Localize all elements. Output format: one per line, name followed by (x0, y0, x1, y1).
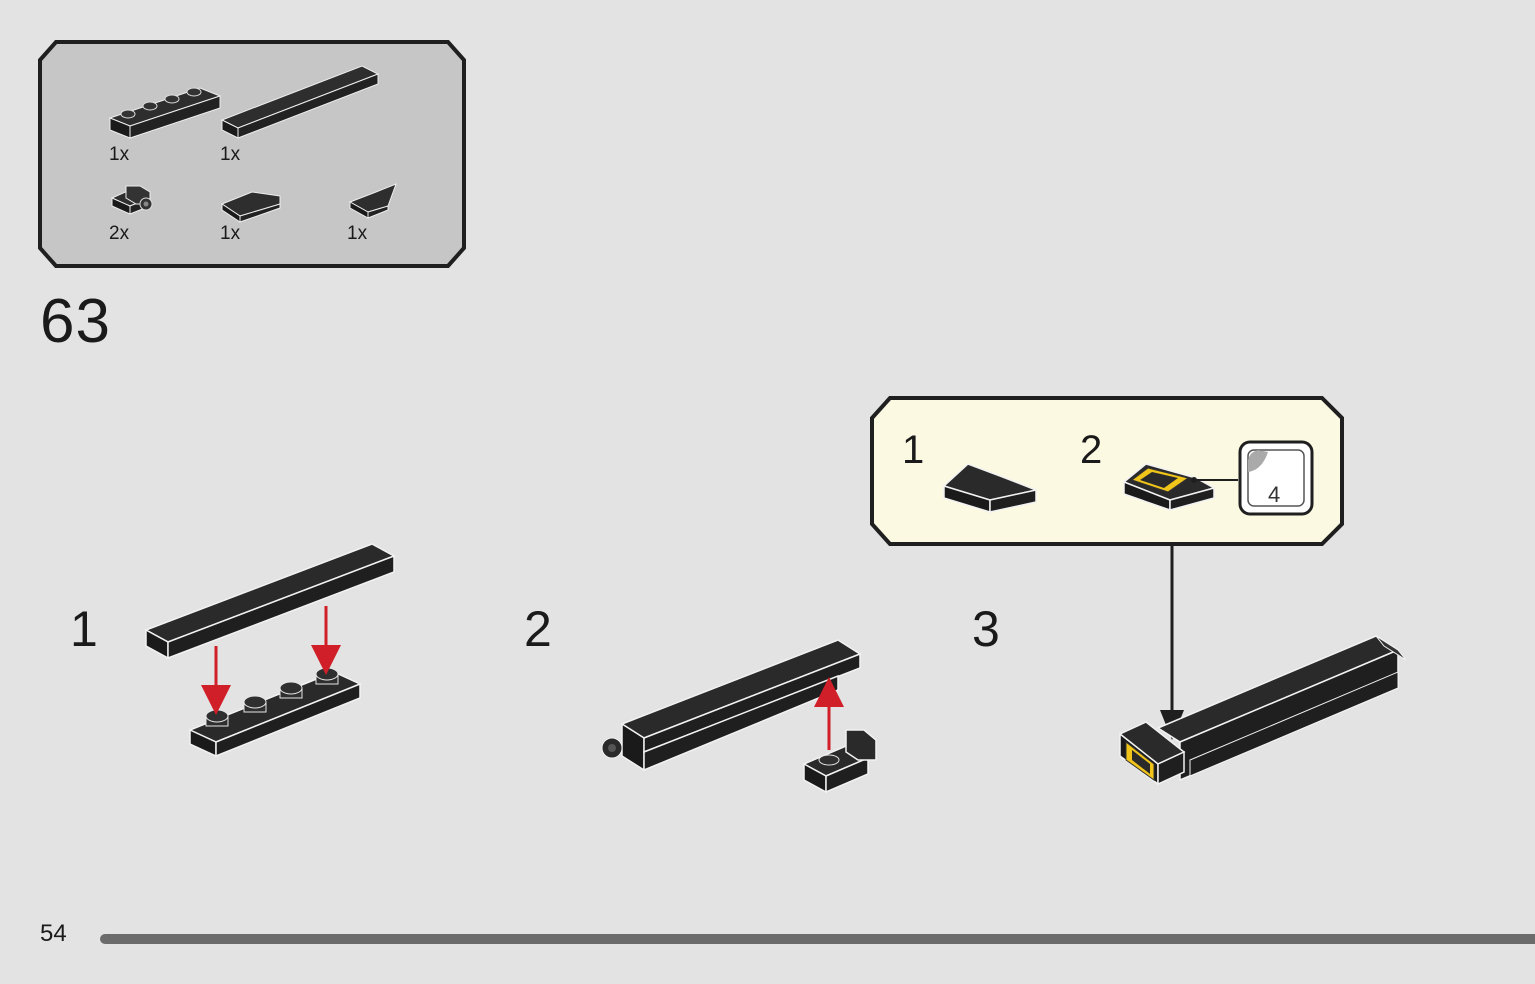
wedge-tile-with-sticker-icon (1122, 463, 1216, 512)
substep-3-assembly (1118, 635, 1407, 786)
page-number: 54 (40, 920, 67, 947)
sticker-number: 4 (1268, 482, 1281, 507)
callout-box (870, 396, 1344, 546)
part-qty: 1x (347, 223, 368, 244)
page-progress-bar (100, 934, 1535, 944)
substep-2-assembly (601, 639, 877, 794)
step-number: 63 (40, 287, 111, 356)
part-qty: 1x (109, 144, 130, 165)
parts-list-box (38, 40, 466, 268)
substep-label: 3 (972, 601, 1000, 657)
substep-1-assembly (144, 543, 396, 758)
callout-item-label: 2 (1080, 428, 1103, 472)
substep-label: 2 (524, 601, 552, 657)
part-qty: 1x (220, 223, 241, 244)
substep-label: 1 (70, 601, 98, 657)
wedge-tile-black-icon (942, 463, 1039, 514)
callout-item-label: 1 (902, 428, 925, 472)
down-arrow-icon (1160, 710, 1184, 740)
part-qty: 1x (220, 144, 241, 165)
part-qty: 2x (109, 223, 130, 244)
